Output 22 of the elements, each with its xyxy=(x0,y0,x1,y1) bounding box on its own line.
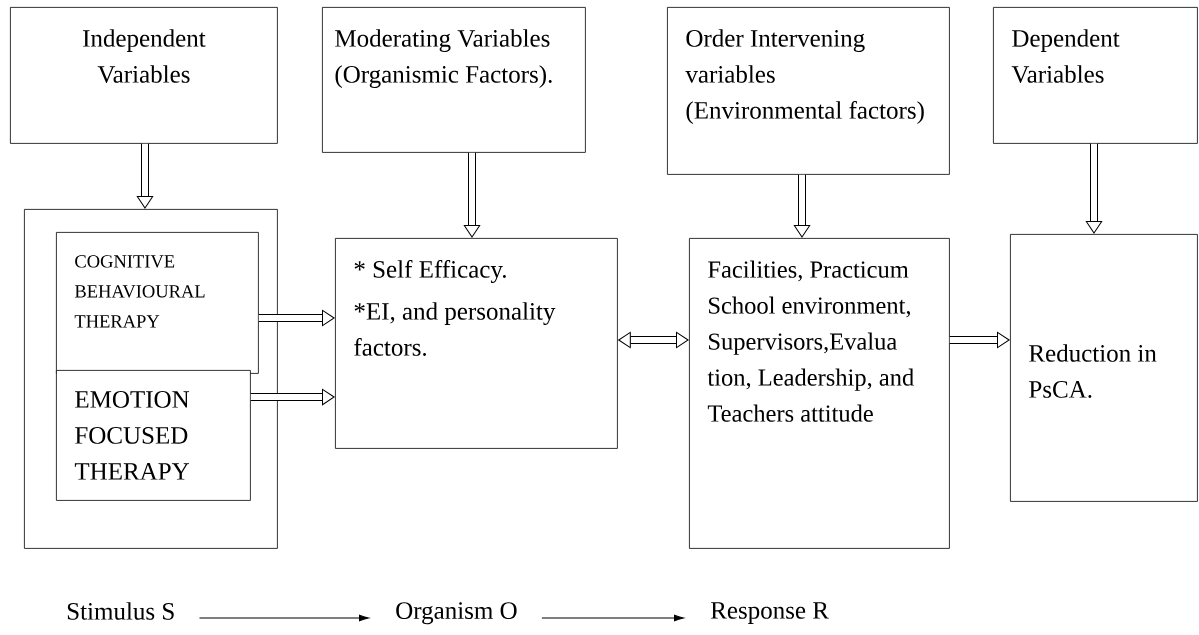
variable-box: Moderating Variables (Organismic Factors). xyxy=(322,7,586,153)
therapy-box: EMOTION FOCUSED THERAPY xyxy=(56,370,251,501)
arrow xyxy=(136,143,154,209)
arrow xyxy=(258,309,335,327)
variable-box: Order Intervening variables (Environmental factors) xyxy=(667,7,950,175)
factor-box: * Self Efficacy. *EI, and personality factors. xyxy=(335,238,618,449)
variable-box: Dependent Variables xyxy=(993,7,1198,144)
outcome-box: Reduction in PsCA. xyxy=(1010,234,1198,502)
flow-label: Response R xyxy=(710,602,829,624)
therapy-box: COGNITIVE BEHAVIOURAL THERAPY xyxy=(56,232,259,374)
arrow xyxy=(1085,143,1103,234)
arrow xyxy=(463,152,481,238)
arrow xyxy=(793,174,811,238)
arrow xyxy=(198,614,369,622)
arrow xyxy=(618,331,689,349)
arrow xyxy=(541,614,684,622)
variable-box: Independent Variables xyxy=(10,7,278,144)
flow-label: Stimulus S xyxy=(67,602,174,620)
arrow xyxy=(949,331,1010,349)
flow-label: Organism O xyxy=(396,602,517,625)
arrow xyxy=(250,388,335,406)
factor-box: Facilities, Practicum School environment, Supervisors,Evalua tion, Leadership, and Teachers attitude xyxy=(689,238,950,549)
